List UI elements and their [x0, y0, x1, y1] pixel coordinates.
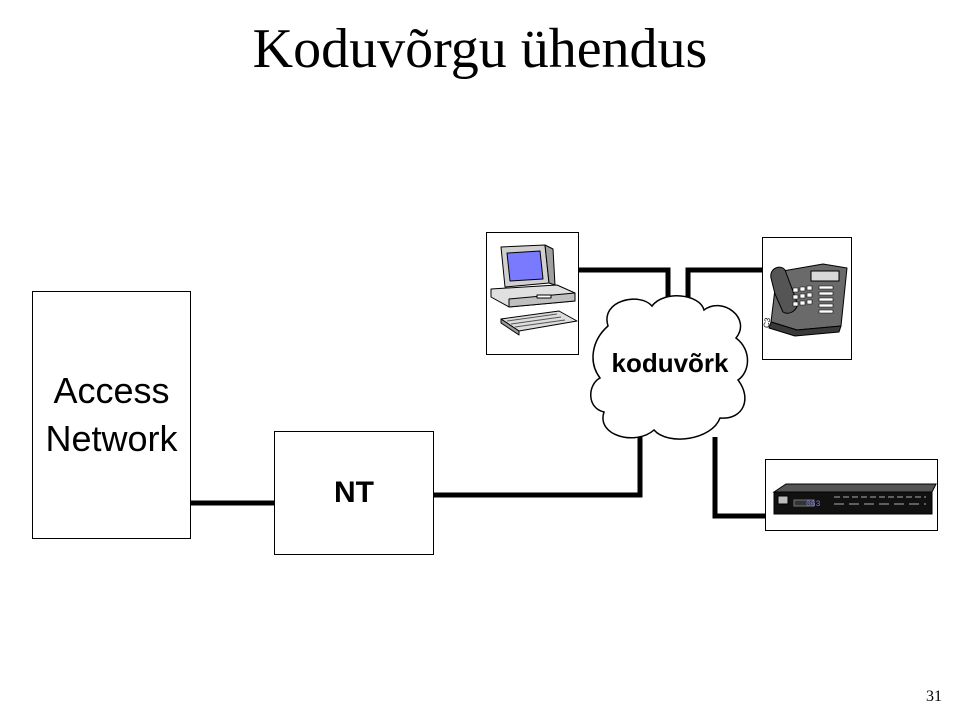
access-network-label-line2: Network	[45, 418, 178, 459]
nt-box: NT	[274, 431, 434, 555]
access-network-box: Access Network	[32, 291, 191, 539]
home-network-cloud	[590, 295, 749, 440]
telephone-device: C3	[762, 237, 852, 360]
router-cloud-link	[712, 437, 765, 519]
settop-display: 063	[806, 500, 821, 509]
nt-label: NT	[334, 476, 374, 509]
access-network-label-line1: Access	[53, 370, 170, 411]
computer-icon	[490, 244, 578, 336]
nt-cloud-link	[432, 437, 643, 498]
telephone-icon: C3	[762, 263, 848, 337]
cloud-label: koduvõrk	[611, 348, 729, 378]
settop-box-icon: 063	[772, 483, 937, 515]
phone-cloud-link	[685, 267, 762, 305]
page-number: 31	[926, 688, 942, 705]
svg-text:C3: C3	[763, 316, 772, 328]
slide-title: Koduvõrgu ühendus	[252, 18, 708, 80]
settop-box-device: 063	[765, 459, 938, 531]
computer-device	[486, 232, 579, 355]
